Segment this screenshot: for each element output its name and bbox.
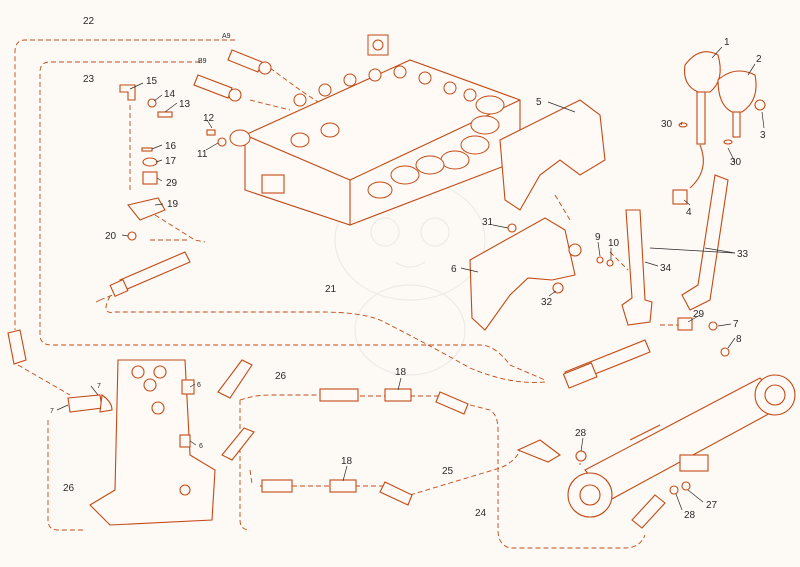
linkage-rods xyxy=(109,251,693,389)
callout-9: 9 xyxy=(595,232,601,243)
callout-7-steering: 7 xyxy=(97,383,101,390)
callout-1: 1 xyxy=(724,37,730,48)
port-label-a9: A9 xyxy=(222,33,231,40)
callout-24: 24 xyxy=(475,508,487,519)
joystick-handles xyxy=(621,51,766,326)
callout-14: 14 xyxy=(164,89,176,100)
hydraulic-cylinder xyxy=(567,374,796,518)
leader-lines xyxy=(56,46,765,511)
callout-29-left: 29 xyxy=(166,178,178,189)
valve-hose-fittings xyxy=(193,49,272,102)
callout-labels: 1 2 3 4 5 6 6 6 7 7 7 8 9 10 11 12 13 14… xyxy=(50,16,766,521)
callout-7: 7 xyxy=(733,319,739,330)
callout-31: 31 xyxy=(482,217,494,228)
callout-2: 2 xyxy=(756,54,762,65)
callout-10: 10 xyxy=(608,238,620,249)
callout-13: 13 xyxy=(179,99,191,110)
callout-6-hose-upper: 6 xyxy=(197,382,201,389)
callout-28-lower: 28 xyxy=(684,510,696,521)
callout-7-left: 7 xyxy=(50,408,54,415)
callout-3: 3 xyxy=(760,130,766,141)
callout-23: 23 xyxy=(83,74,95,85)
callout-26-lower: 26 xyxy=(63,483,75,494)
callout-5: 5 xyxy=(536,97,542,108)
callout-29-right: 29 xyxy=(693,309,705,320)
callout-6-hose-lower: 6 xyxy=(199,443,203,450)
callout-34: 34 xyxy=(660,263,672,274)
callout-26-upper: 26 xyxy=(275,371,287,382)
callout-15: 15 xyxy=(146,76,158,87)
lever-brackets xyxy=(469,99,606,331)
callout-12: 12 xyxy=(203,113,215,124)
callout-21: 21 xyxy=(325,284,337,295)
control-valve-block xyxy=(229,34,521,226)
port-label-b9: B9 xyxy=(198,58,207,65)
hose-routing-lines xyxy=(14,39,690,549)
callout-25: 25 xyxy=(442,466,454,477)
callout-33: 33 xyxy=(737,249,749,260)
callout-17: 17 xyxy=(165,156,177,167)
steering-unit xyxy=(89,359,216,526)
callout-30-right: 30 xyxy=(730,157,742,168)
callout-27: 27 xyxy=(706,500,718,511)
small-fittings xyxy=(119,84,733,357)
callout-18-lower: 18 xyxy=(341,456,353,467)
callout-32: 32 xyxy=(541,297,553,308)
callout-8: 8 xyxy=(736,334,742,345)
callout-20: 20 xyxy=(105,231,117,242)
hose-fittings-lower xyxy=(7,329,691,529)
callout-22: 22 xyxy=(83,16,95,27)
callout-28-upper: 28 xyxy=(575,428,587,439)
callout-6: 6 xyxy=(451,264,457,275)
callout-16: 16 xyxy=(165,141,177,152)
callout-30-left: 30 xyxy=(661,119,673,130)
callout-19: 19 xyxy=(167,199,179,210)
callout-18-upper: 18 xyxy=(395,367,407,378)
callout-11: 11 xyxy=(197,149,208,160)
callout-4: 4 xyxy=(686,207,692,218)
